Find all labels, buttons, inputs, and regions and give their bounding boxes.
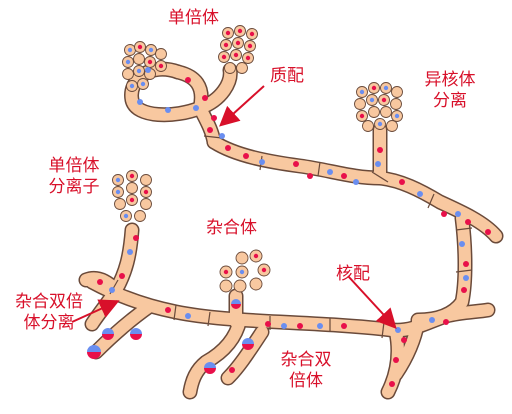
label-haploid-segregant-line2: 分离子 — [48, 177, 100, 197]
segregation-arrow — [71, 299, 120, 323]
label-heterokaryon-line1: 异核体 — [424, 70, 476, 90]
label-plasmogamy: 质配 — [270, 66, 304, 86]
nuclei — [87, 28, 491, 387]
karyogamy-arrow — [347, 275, 397, 329]
label-hybrid-diploid-line2: 倍体 — [289, 371, 323, 391]
label-haploid-segregant: 单倍体 分离子 — [38, 156, 110, 198]
arrows — [71, 85, 397, 329]
label-heterokaryon: 异核体 分离 — [414, 70, 486, 112]
label-heterokaryon-line2: 分离 — [433, 91, 467, 111]
label-hybrid-diploid-line1: 杂合双 — [280, 350, 332, 370]
hyphae — [78, 61, 504, 400]
label-haploid-top: 单倍体 — [168, 8, 219, 28]
label-karyogamy: 核配 — [336, 264, 370, 284]
label-haploid-segregant-line1: 单倍体 — [48, 156, 100, 176]
label-hybrid-diploid-segregation: 杂合双倍 体分离 — [4, 292, 94, 334]
septa — [109, 135, 473, 339]
label-hybrid-diploid-segregation-line2: 体分离 — [23, 313, 75, 333]
label-hybrid-diploid: 杂合双 倍体 — [266, 350, 346, 392]
label-hybrid-diploid-segregation-line1: 杂合双倍 — [15, 292, 83, 312]
label-hybrid: 杂合体 — [206, 218, 257, 238]
plasmogamy-arrow — [219, 85, 265, 127]
